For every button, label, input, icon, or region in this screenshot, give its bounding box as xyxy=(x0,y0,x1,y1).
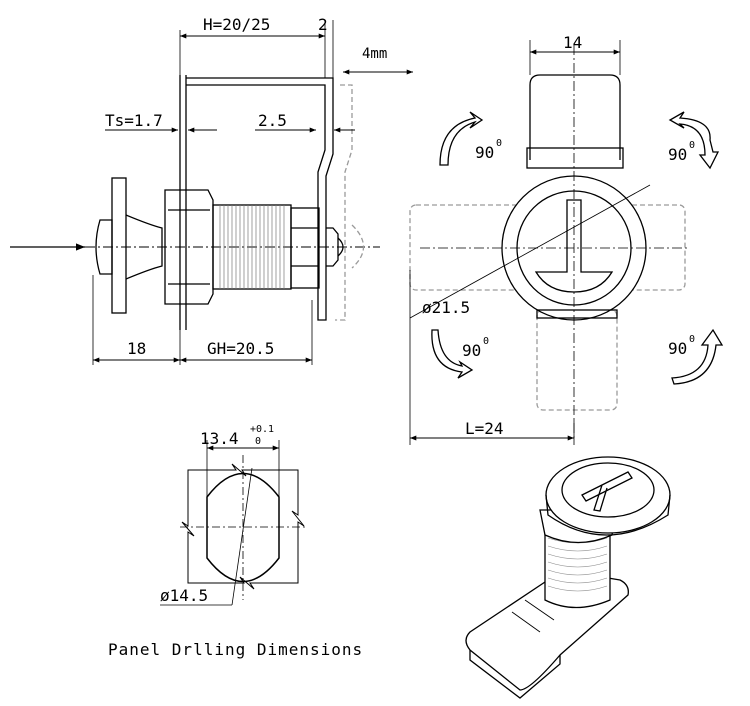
iso-key-slot xyxy=(581,471,633,512)
cam-alt-position xyxy=(335,84,353,321)
dim-ts-label: Ts=1.7 xyxy=(105,111,163,130)
thread-lines xyxy=(219,205,285,289)
rot-label-top-right: 90 xyxy=(668,145,687,164)
panel-caption: Panel Drlling Dimensions xyxy=(108,640,364,659)
iso-head-outer xyxy=(545,456,671,534)
rot-label-bottom-right: 90 xyxy=(668,339,687,358)
cam-screw xyxy=(326,227,339,267)
lock-isometric xyxy=(465,456,671,699)
cam-alt-down xyxy=(536,309,618,411)
rot-arrow-top-left xyxy=(439,111,484,166)
rot-arrow-bottom-left xyxy=(431,329,474,379)
dim-h-label: H=20/25 xyxy=(203,15,270,34)
rot-deg-top-right: 0 xyxy=(689,140,695,151)
cam-bracket xyxy=(186,77,334,321)
dim-2-label: 2 xyxy=(318,15,328,34)
cam-top xyxy=(529,74,621,160)
side-view xyxy=(10,20,413,365)
panel-tol-plus: +0.1 xyxy=(250,424,274,435)
rot-arrow-bottom-right xyxy=(671,328,724,385)
rot-deg-bottom-left: 0 xyxy=(483,336,489,347)
panel-dia-label: ø14.5 xyxy=(160,586,208,605)
panel-cutout xyxy=(160,440,306,606)
rot-deg-top-left: 0 xyxy=(496,138,502,149)
rot-arrow-top-right xyxy=(668,111,720,170)
knob-flange xyxy=(111,177,127,314)
panel-width-label: 13.4 xyxy=(200,429,239,448)
iso-head-inner xyxy=(561,462,655,518)
rot-deg-bottom-right: 0 xyxy=(689,334,695,345)
front-view xyxy=(409,40,724,445)
rot-label-bottom-left: 90 xyxy=(462,341,481,360)
drill-hole xyxy=(206,472,280,583)
knob-neck xyxy=(125,214,163,280)
panel-tol-zero: 0 xyxy=(255,436,261,447)
knob-head xyxy=(95,219,113,275)
dim-l-label: L=24 xyxy=(465,419,504,438)
iso-body xyxy=(544,520,611,609)
dim-gh-label: GH=20.5 xyxy=(207,339,274,358)
dim-2-5-label: 2.5 xyxy=(258,111,287,130)
hex-nut xyxy=(164,189,214,305)
dim-18-label: 18 xyxy=(127,339,146,358)
dim-14-label: 14 xyxy=(563,33,582,52)
dim-4mm-label: 4mm xyxy=(362,46,387,62)
dim-dia-label: ø21.5 xyxy=(422,298,470,317)
rot-label-top-left: 90 xyxy=(475,143,494,162)
